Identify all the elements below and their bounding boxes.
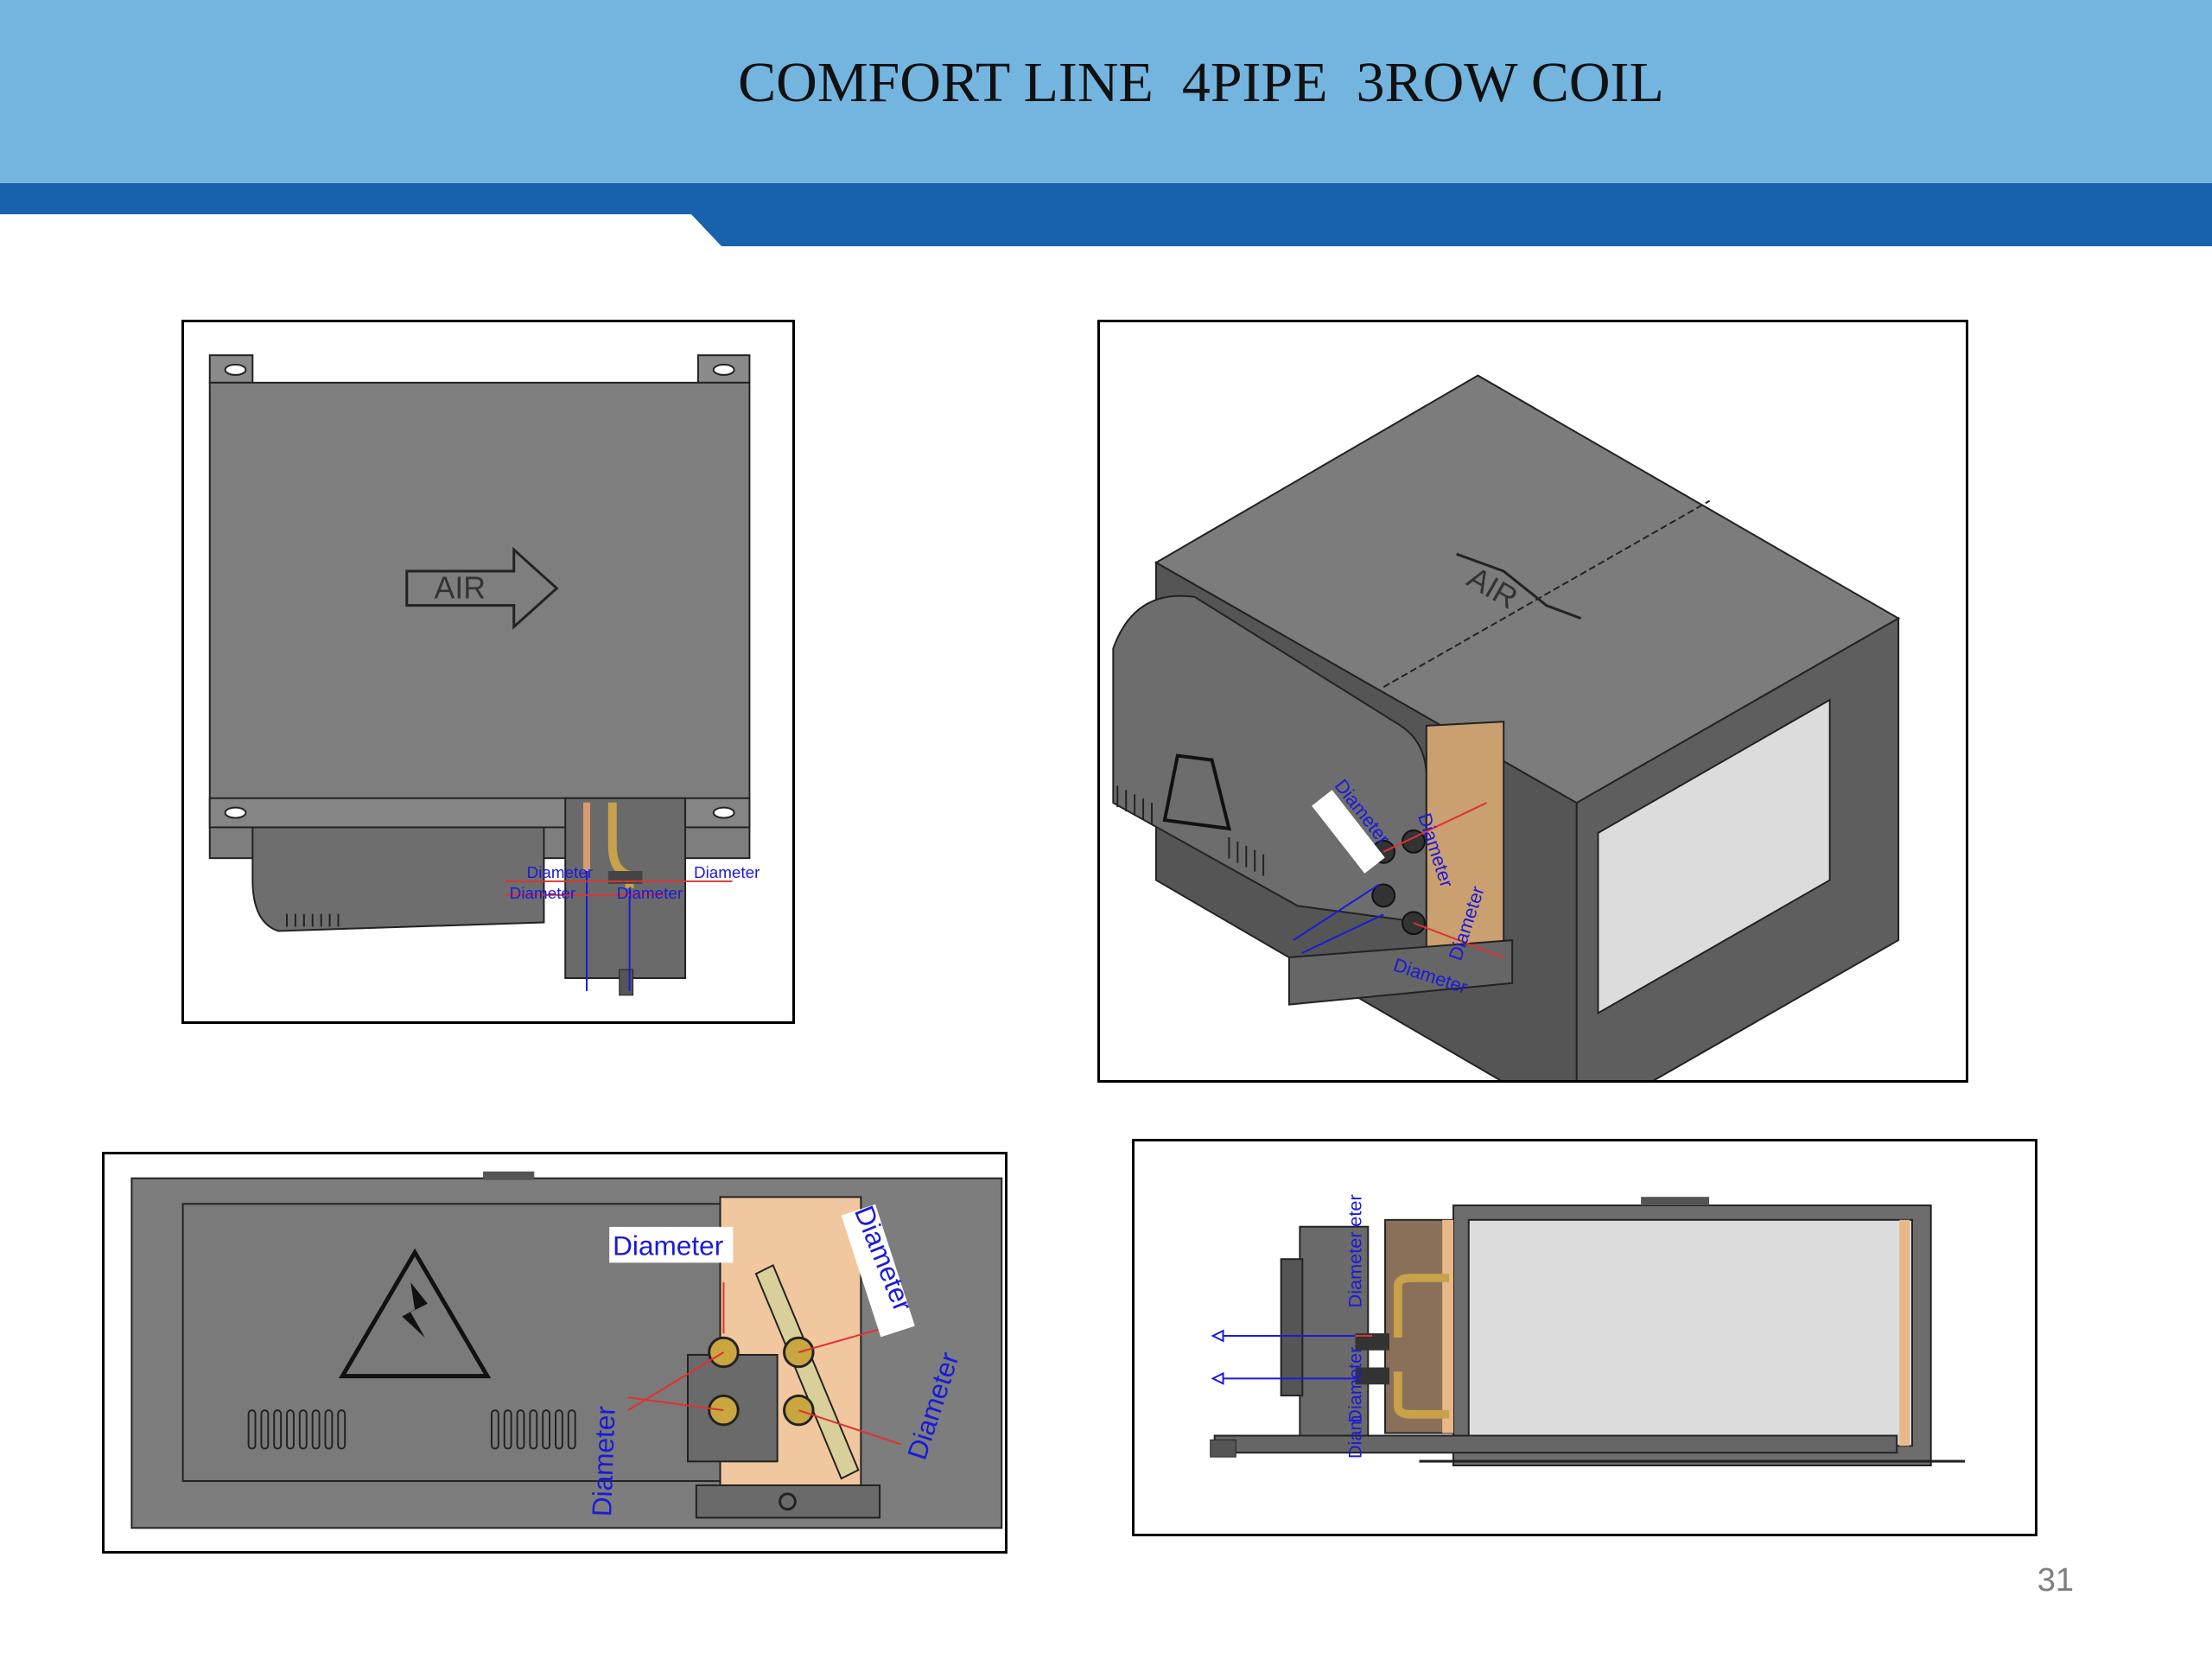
header-banner xyxy=(0,0,2212,246)
slide-title: COMFORT LINE 4PIPE 3ROW COIL xyxy=(738,51,1664,114)
header-dark-band xyxy=(0,183,2212,246)
front-view-panel: Diameter Diameter Diameter Diameter xyxy=(102,1152,1007,1554)
front-dimension-label: Diameter xyxy=(613,1230,723,1261)
iso-view-panel: AIR Diameter Diameter Diameter Diameter xyxy=(1097,320,1968,1083)
side-view-panel: Diameter Diameter Diam eter xyxy=(1132,1139,2037,1536)
side-dimension-label: Diameter xyxy=(1344,1231,1365,1307)
top-dimension-label: Diameter xyxy=(527,863,593,881)
front-view-drawing: Diameter Diameter Diameter Diameter xyxy=(130,1171,1003,1529)
top-dimension-label: Diameter xyxy=(510,884,575,902)
side-view-drawing: Diameter Diameter Diam eter xyxy=(1210,1194,1966,1467)
top-air-label: AIR xyxy=(435,571,486,606)
front-dimension-label: Diameter xyxy=(586,1405,620,1516)
top-view-drawing: AIR Diameter Diameter Diameter Diameter xyxy=(208,354,760,996)
iso-view-drawing: AIR Diameter Diameter Diameter Diameter xyxy=(1112,374,1901,1080)
side-dimension-label: Diameter xyxy=(1344,1347,1365,1423)
page-number: 31 xyxy=(2037,1562,2074,1599)
header-light-band xyxy=(0,0,2212,186)
side-dimension-label: Diam xyxy=(1344,1414,1365,1459)
top-dimension-label: Diameter xyxy=(617,884,683,902)
top-dimension-label: Diameter xyxy=(694,863,760,881)
side-dimension-label: eter xyxy=(1344,1194,1365,1226)
top-view-panel: AIR Diameter Diameter Diameter Diameter xyxy=(181,320,795,1024)
